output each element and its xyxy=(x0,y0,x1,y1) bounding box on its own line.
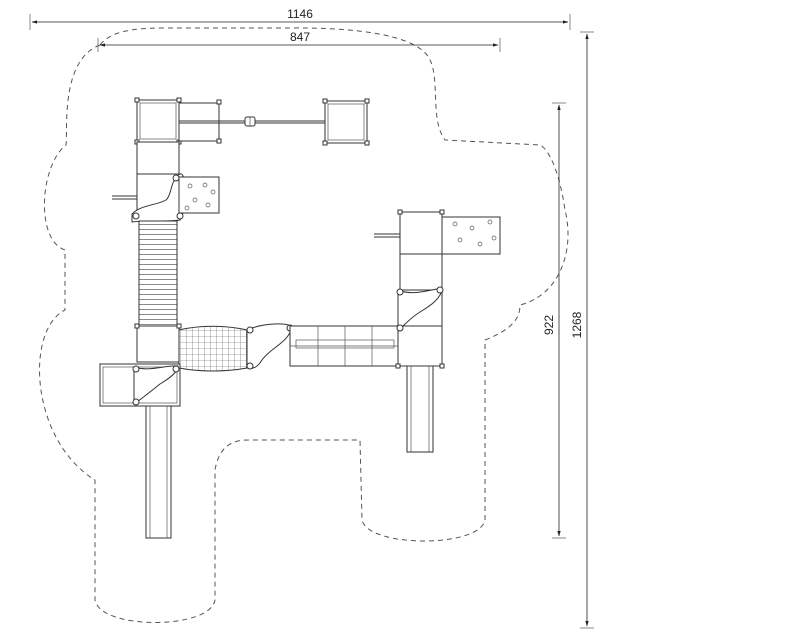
panel-connector-center xyxy=(246,323,293,369)
slide-left xyxy=(145,405,172,539)
slide-right xyxy=(406,365,434,453)
net-bridge xyxy=(178,325,248,372)
panel-connector-right xyxy=(397,287,443,331)
dimension-label-inner-width: 847 xyxy=(290,30,310,44)
climbing-wall-right xyxy=(441,216,501,255)
dimension-inner-width: 847 xyxy=(97,30,501,52)
safety-zone-outline xyxy=(39,27,569,623)
tower-top-left xyxy=(134,97,182,145)
dimension-overall-width: 1146 xyxy=(29,7,571,30)
panel-connector-lower-left xyxy=(133,365,179,405)
dimension-partial-height: 922 xyxy=(542,102,566,539)
dimension-label-partial-height: 922 xyxy=(542,315,556,335)
deck-top-right xyxy=(322,98,370,146)
tower-lower-left xyxy=(134,323,182,363)
dimension-label-overall-width: 1146 xyxy=(287,7,313,21)
climbing-wall-upper xyxy=(178,176,220,214)
beam-crossing xyxy=(178,99,325,144)
dimension-overall-height: 1268 xyxy=(570,31,594,629)
dimension-label-overall-height: 1268 xyxy=(570,311,584,338)
ladder-vertical xyxy=(138,220,178,327)
bridge-horizontal xyxy=(289,325,401,367)
